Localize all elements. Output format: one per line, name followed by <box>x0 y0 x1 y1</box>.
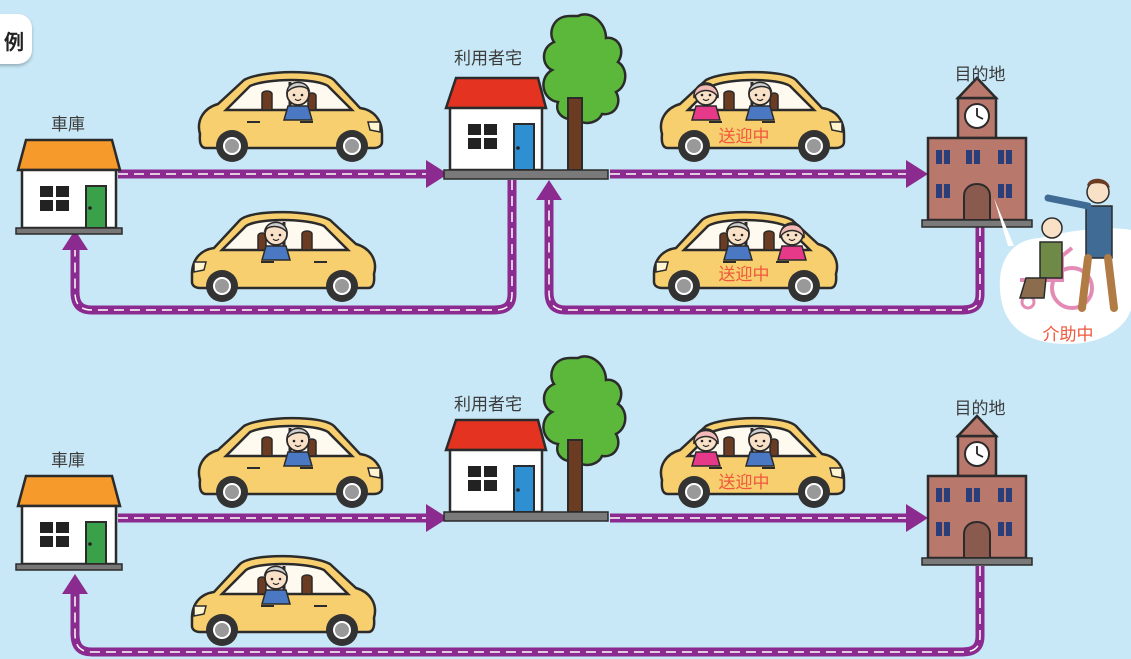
garage-label-2: 車庫 <box>51 451 85 471</box>
destination-building-1 <box>920 76 1034 229</box>
destination-label-2: 目的地 <box>954 399 1006 419</box>
car-empty-return-1 <box>190 210 377 304</box>
user-home-1 <box>442 13 627 181</box>
assist-bubble <box>994 178 1131 344</box>
route-garage-to-home <box>118 160 448 188</box>
car-empty-return-2 <box>190 554 377 648</box>
route-garage-to-home-2 <box>118 504 448 532</box>
corner-tab-label: 例 <box>4 30 24 54</box>
route-home-to-destination-2 <box>610 504 928 532</box>
route-destination-to-garage-2 <box>62 566 985 657</box>
corner-tab: 例 <box>0 14 32 64</box>
route-home-to-garage <box>62 180 517 315</box>
car-transporting-outbound-1 <box>659 70 846 164</box>
car-transporting-return-1 <box>652 210 839 304</box>
transport-tag-2: 送迎中 <box>718 473 770 493</box>
diagram-1 <box>14 13 1131 344</box>
destination-building-2 <box>920 414 1034 567</box>
route-home-to-destination <box>610 160 928 188</box>
user-home-2 <box>442 355 627 523</box>
user-home-label-1: 利用者宅 <box>454 49 522 69</box>
destination-label-1: 目的地 <box>954 65 1006 85</box>
garage-house-1 <box>14 138 124 236</box>
assist-tag: 介助中 <box>1042 325 1094 345</box>
transport-tag-upper-1: 送迎中 <box>718 127 770 147</box>
car-empty-outbound-2 <box>197 416 384 510</box>
transport-tag-lower-1: 送迎中 <box>718 265 770 285</box>
car-empty-outbound-1 <box>197 70 384 164</box>
diagram-2 <box>14 355 1034 657</box>
route-destination-to-home <box>536 180 985 315</box>
car-transporting-outbound-2 <box>659 416 846 510</box>
user-home-label-2: 利用者宅 <box>454 395 522 415</box>
garage-label-1: 車庫 <box>51 115 85 135</box>
garage-house-2 <box>14 474 124 572</box>
